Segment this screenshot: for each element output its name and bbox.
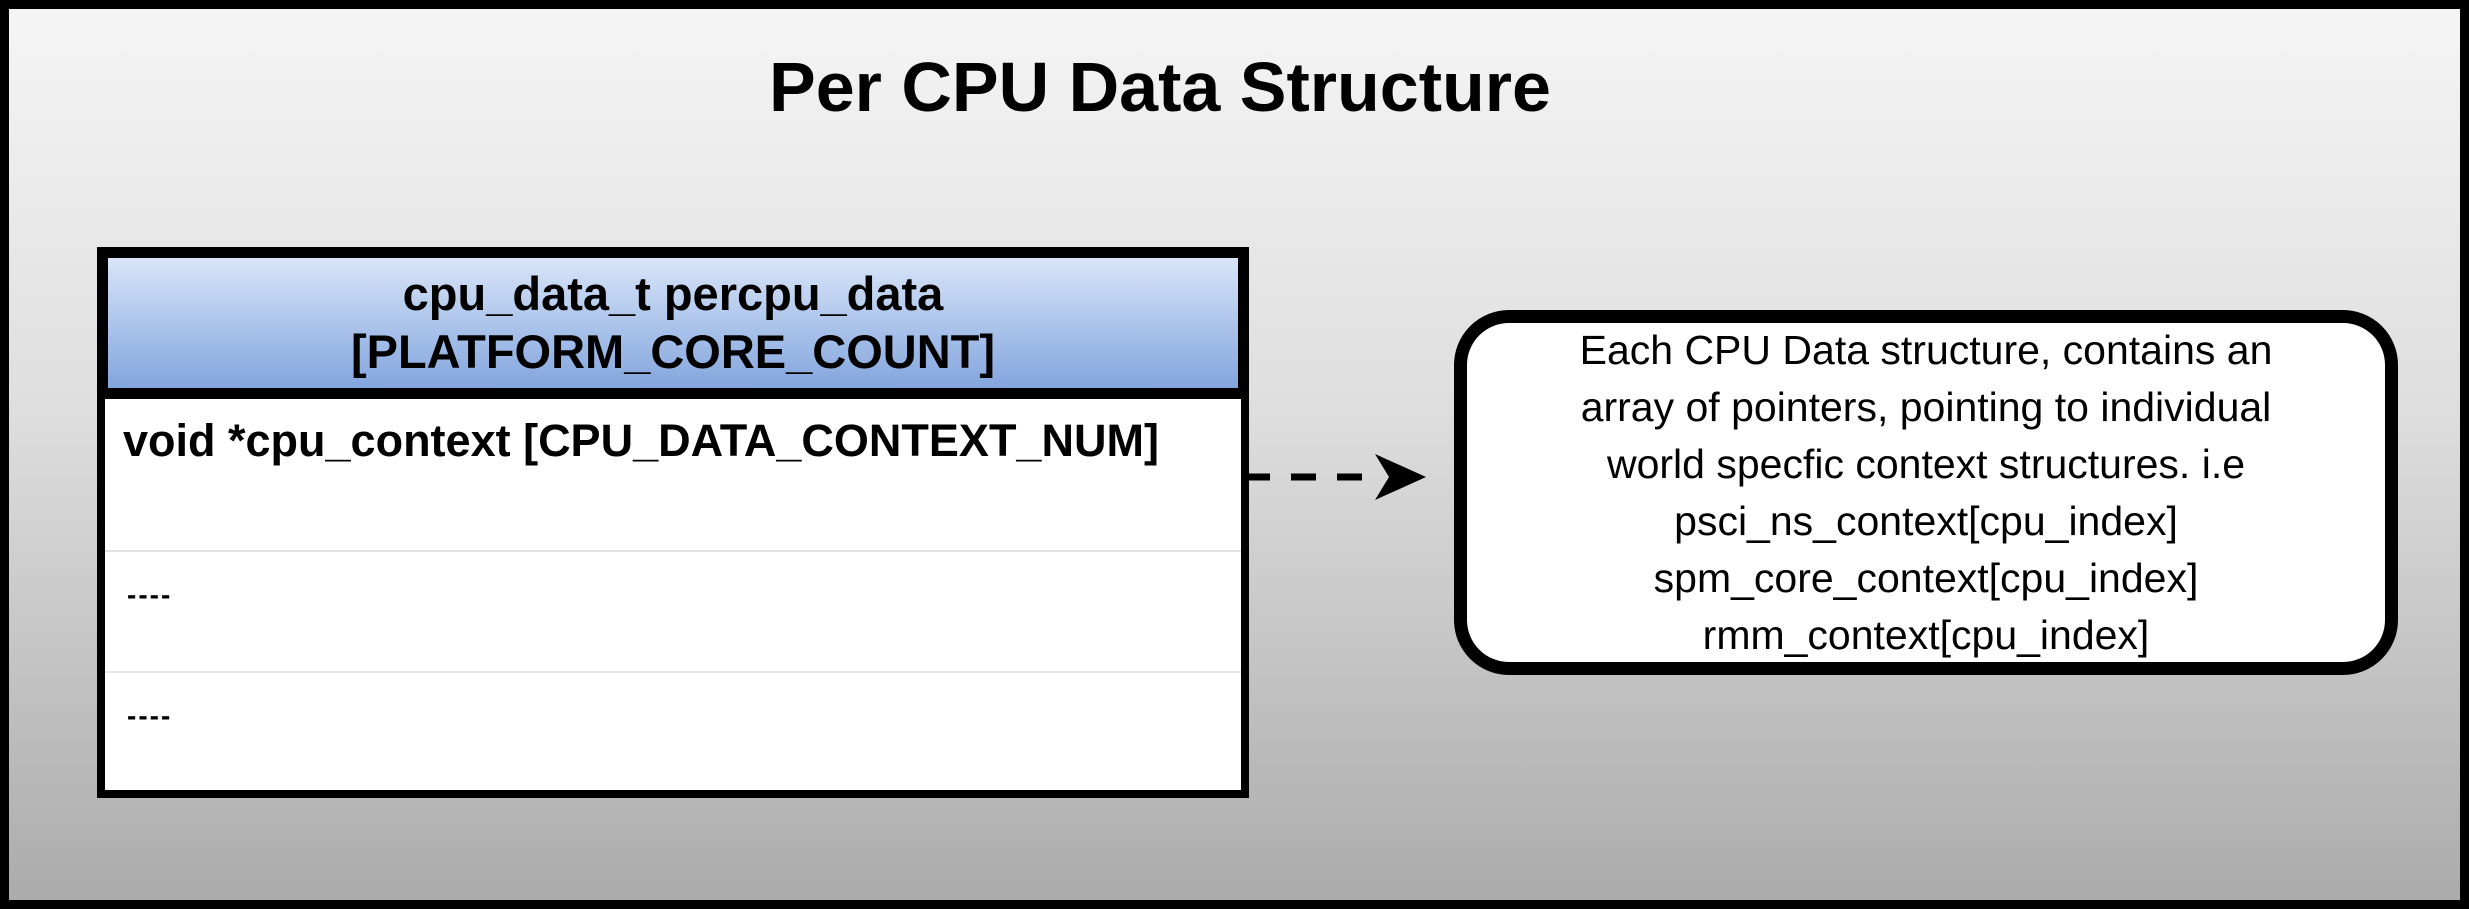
cpu-data-table: cpu_data_t percpu_data [PLATFORM_CORE_CO… (97, 247, 1249, 798)
callout-line: psci_ns_context[cpu_index] (1674, 497, 2178, 544)
callout-line: world specfic context structures. i.e (1606, 440, 2246, 487)
table-row: ---- (105, 552, 1241, 673)
callout-line: Each CPU Data structure, contains an (1579, 326, 2273, 373)
table-body: void *cpu_context [CPU_DATA_CONTEXT_NUM]… (97, 399, 1249, 798)
arrowhead-icon (1375, 454, 1426, 500)
table-header-line1: cpu_data_t percpu_data (402, 267, 944, 320)
dashed-arrow (1245, 454, 1426, 500)
callout-line: spm_core_context[cpu_index] (1653, 554, 2199, 601)
callout-line: array of pointers, pointing to individua… (1580, 383, 2272, 430)
table-row: ---- (127, 700, 173, 731)
table-header-line2: [PLATFORM_CORE_COUNT] (350, 325, 996, 378)
callout-line: rmm_context[cpu_index] (1702, 611, 2150, 658)
table-header: cpu_data_t percpu_data [PLATFORM_CORE_CO… (97, 247, 1249, 399)
table-row: void *cpu_context [CPU_DATA_CONTEXT_NUM] (105, 399, 1241, 552)
diagram-title: Per CPU Data Structure (769, 48, 1551, 126)
callout-box: Each CPU Data structure, contains an arr… (1454, 310, 2398, 675)
